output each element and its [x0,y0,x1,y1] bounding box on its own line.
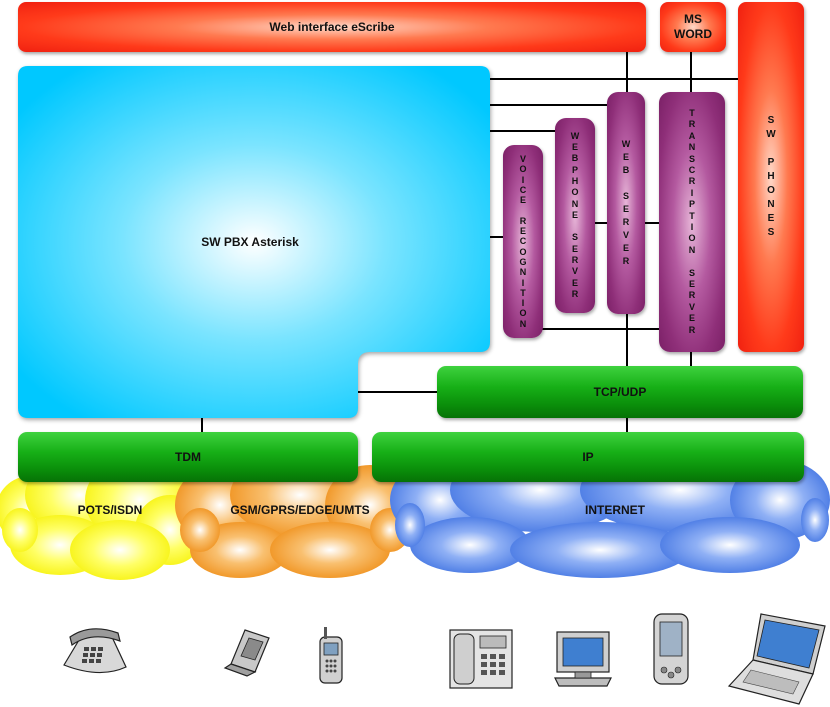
sw-phones-label: S W P H O N E S [766,115,776,238]
ip-label: IP [582,450,594,464]
internet-label: INTERNET [585,503,645,517]
wire [626,52,628,94]
wire [490,78,738,80]
webphone-server-label: W E B P H O N E S E R V E R [570,130,580,299]
pbx-box [18,66,490,418]
web-interface-box: Web interface eScribe [18,2,646,52]
wire [690,52,692,94]
voice-recognition-label: V O I C E R E C O G N I T I O N [519,153,527,329]
wire [490,236,504,238]
wire [644,222,660,224]
voice-recognition-box: V O I C E R E C O G N I T I O N [503,145,543,338]
tcp-udp-label: TCP/UDP [593,385,647,399]
wire [358,391,438,393]
wire [690,350,692,368]
wire [201,418,203,432]
laptop-icon [727,613,826,705]
transcription-server-box: T R A N S C R I P T I O N S E R V E R [659,92,725,352]
ip-bar: IP [372,432,804,482]
flip-phone-icon [223,629,270,677]
pbx-label: SW PBX Asterisk [201,235,299,249]
desk-phone-icon [63,628,127,674]
tdm-bar: TDM [18,432,358,482]
wire [490,130,556,132]
desktop-computer-icon [554,631,612,687]
mobile-phone-icon [319,627,343,684]
wire [594,222,608,224]
web-server-box: W E B S E R V E R [607,92,645,314]
ms-word-label: MS WORD [674,12,712,41]
wire [626,312,628,368]
web-interface-label: Web interface eScribe [269,20,395,34]
web-server-label: W E B S E R V E R [621,139,631,266]
pbx-label-wrap: SW PBX Asterisk [160,230,340,254]
tdm-label: TDM [175,450,201,464]
wire [490,104,608,106]
pda-icon [653,613,689,685]
gsm-label: GSM/GPRS/EDGE/UMTS [230,503,370,517]
pots-label: POTS/ISDN [77,503,143,517]
tcp-udp-bar: TCP/UDP [437,366,803,418]
wire [626,416,628,432]
ip-phone-icon [449,629,513,689]
sw-phones-box: S W P H O N E S [738,2,804,352]
transcription-server-label: T R A N S C R I P T I O N S E R V E R [688,107,696,335]
wire [542,328,660,330]
ms-word-box: MS WORD [660,2,726,52]
webphone-server-box: W E B P H O N E S E R V E R [555,118,595,313]
